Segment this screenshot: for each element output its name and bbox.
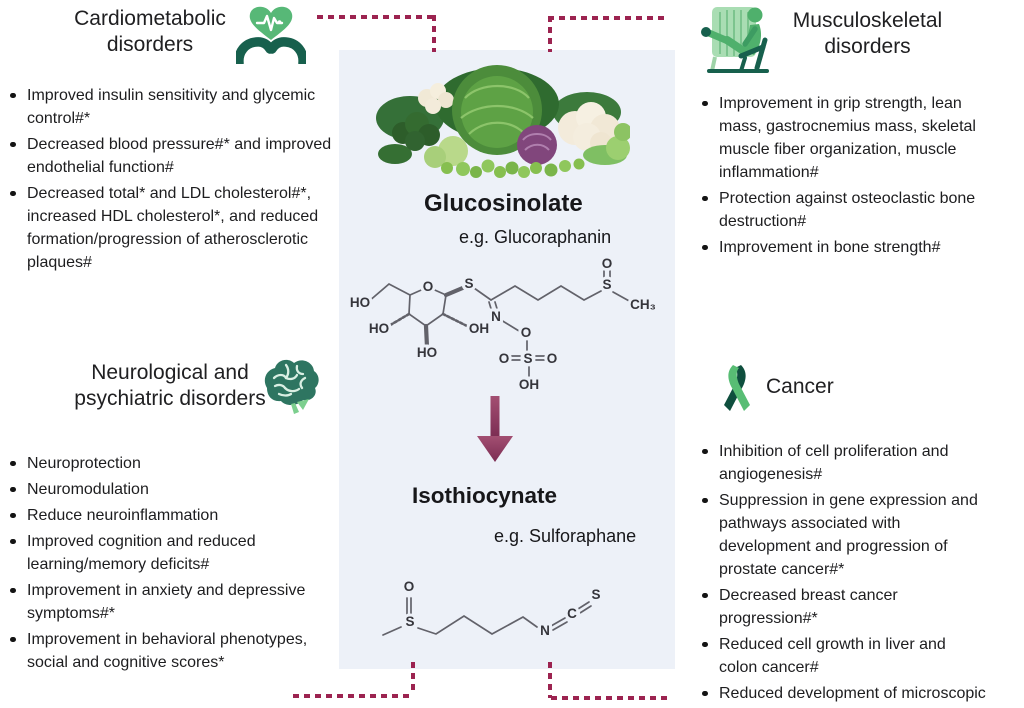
list-item: Neuromodulation — [6, 478, 336, 501]
connector-bottom-right-vertical — [548, 662, 552, 698]
list-item: Improved insulin sensitivity and glycemi… — [6, 84, 336, 130]
sulforaphane-structure: O S N C S — [382, 576, 604, 641]
neurological-title: Neurological and psychiatric disorders — [74, 361, 266, 411]
glucoraphanin-structure: HO O S HO OH HO N O O S O OH O S CH₃ — [347, 253, 659, 395]
neurological-bullet-list: Neuroprotection Neuromodulation Reduce n… — [6, 452, 336, 677]
atom-label: HO — [417, 345, 437, 360]
connector-bottom-right-horizontal — [551, 696, 668, 700]
atom-label: CH₃ — [630, 297, 656, 312]
connector-top-right-horizontal — [548, 16, 666, 20]
vegetables-image — [376, 65, 630, 178]
list-item: Decreased blood pressure#* and improved … — [6, 133, 336, 179]
connector-bottom-left-vertical — [411, 662, 415, 695]
list-item: Decreased breast cancer progression#* — [698, 584, 988, 630]
atom-label: O — [499, 351, 510, 366]
list-item: Neuroprotection — [6, 452, 336, 475]
connector-top-left-vertical — [432, 15, 436, 52]
atom-label: N — [540, 623, 550, 638]
connector-top-left-horizontal — [317, 15, 434, 19]
atom-label: O — [547, 351, 558, 366]
atom-label: O — [521, 325, 532, 340]
connector-top-right-vertical — [548, 16, 552, 52]
conversion-arrow-icon — [477, 396, 513, 462]
list-item: Reduced development of microscopic aberr… — [698, 682, 988, 708]
atom-label: O — [423, 279, 434, 294]
atom-label: HO — [369, 321, 389, 336]
atom-label: N — [491, 309, 501, 324]
sulforaphane-example-label: e.g. Sulforaphane — [494, 526, 637, 546]
list-item: Improved cognition and reduced learning/… — [6, 530, 336, 576]
atom-label: OH — [469, 321, 489, 336]
list-item: Protection against osteoclastic bone des… — [698, 187, 983, 233]
brain-icon — [264, 359, 319, 414]
musculoskeletal-bullet-list: Improvement in grip strength, lean mass,… — [698, 92, 983, 262]
atom-label: S — [405, 614, 414, 629]
glucosinolate-label: Glucosinolate — [424, 190, 583, 217]
atom-label: HO — [350, 295, 370, 310]
atom-label: S — [602, 277, 611, 292]
leg-press-icon — [701, 7, 769, 73]
connector-bottom-left-horizontal — [293, 694, 414, 698]
awareness-ribbon-icon — [724, 365, 750, 411]
atom-label: O — [602, 256, 613, 271]
list-item: Reduced cell growth in liver and colon c… — [698, 633, 988, 679]
list-item: Decreased total* and LDL cholesterol#*, … — [6, 182, 336, 274]
list-item: Improvement in behavioral phenotypes, so… — [6, 628, 336, 674]
atom-label: S — [523, 351, 532, 366]
atom-label: S — [591, 587, 600, 602]
atom-label: S — [464, 276, 473, 291]
atom-label: O — [404, 579, 415, 594]
heart-in-hands-icon — [236, 6, 306, 64]
cancer-title: Cancer — [766, 375, 834, 398]
musculoskeletal-title: Musculoskeletal disorders — [792, 9, 943, 59]
cardiometabolic-title: Cardiometabolic disorders — [74, 7, 226, 57]
list-item: Improvement in bone strength# — [698, 236, 983, 259]
atom-label: OH — [519, 377, 539, 392]
glucoraphanin-example-label: e.g. Glucoraphanin — [459, 227, 612, 247]
cardiometabolic-bullet-list: Improved insulin sensitivity and glycemi… — [6, 84, 336, 277]
atom-label: C — [567, 606, 577, 621]
list-item: Reduce neuroinflammation — [6, 504, 336, 527]
list-item: Inhibition of cell proliferation and ang… — [698, 440, 988, 486]
isothiocyanate-label: Isothiocynate — [412, 483, 558, 508]
list-item: Improvement in grip strength, lean mass,… — [698, 92, 983, 184]
list-item: Improvement in anxiety and depressive sy… — [6, 579, 336, 625]
cancer-bullet-list: Inhibition of cell proliferation and ang… — [698, 440, 988, 708]
list-item: Suppression in gene expression and pathw… — [698, 489, 988, 581]
